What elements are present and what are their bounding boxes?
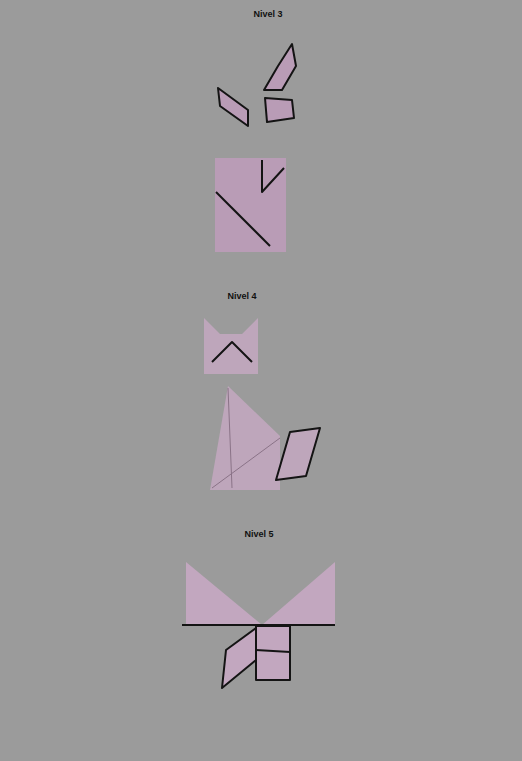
- tangram-nivel-5: [182, 562, 335, 688]
- level-heading: Nivel 5: [244, 529, 273, 539]
- level-heading: Nivel 4: [227, 291, 256, 301]
- level-heading: Nivel 3: [253, 9, 282, 19]
- tangram-nivel-3: [215, 44, 296, 252]
- tangram-nivel-4: [204, 318, 320, 490]
